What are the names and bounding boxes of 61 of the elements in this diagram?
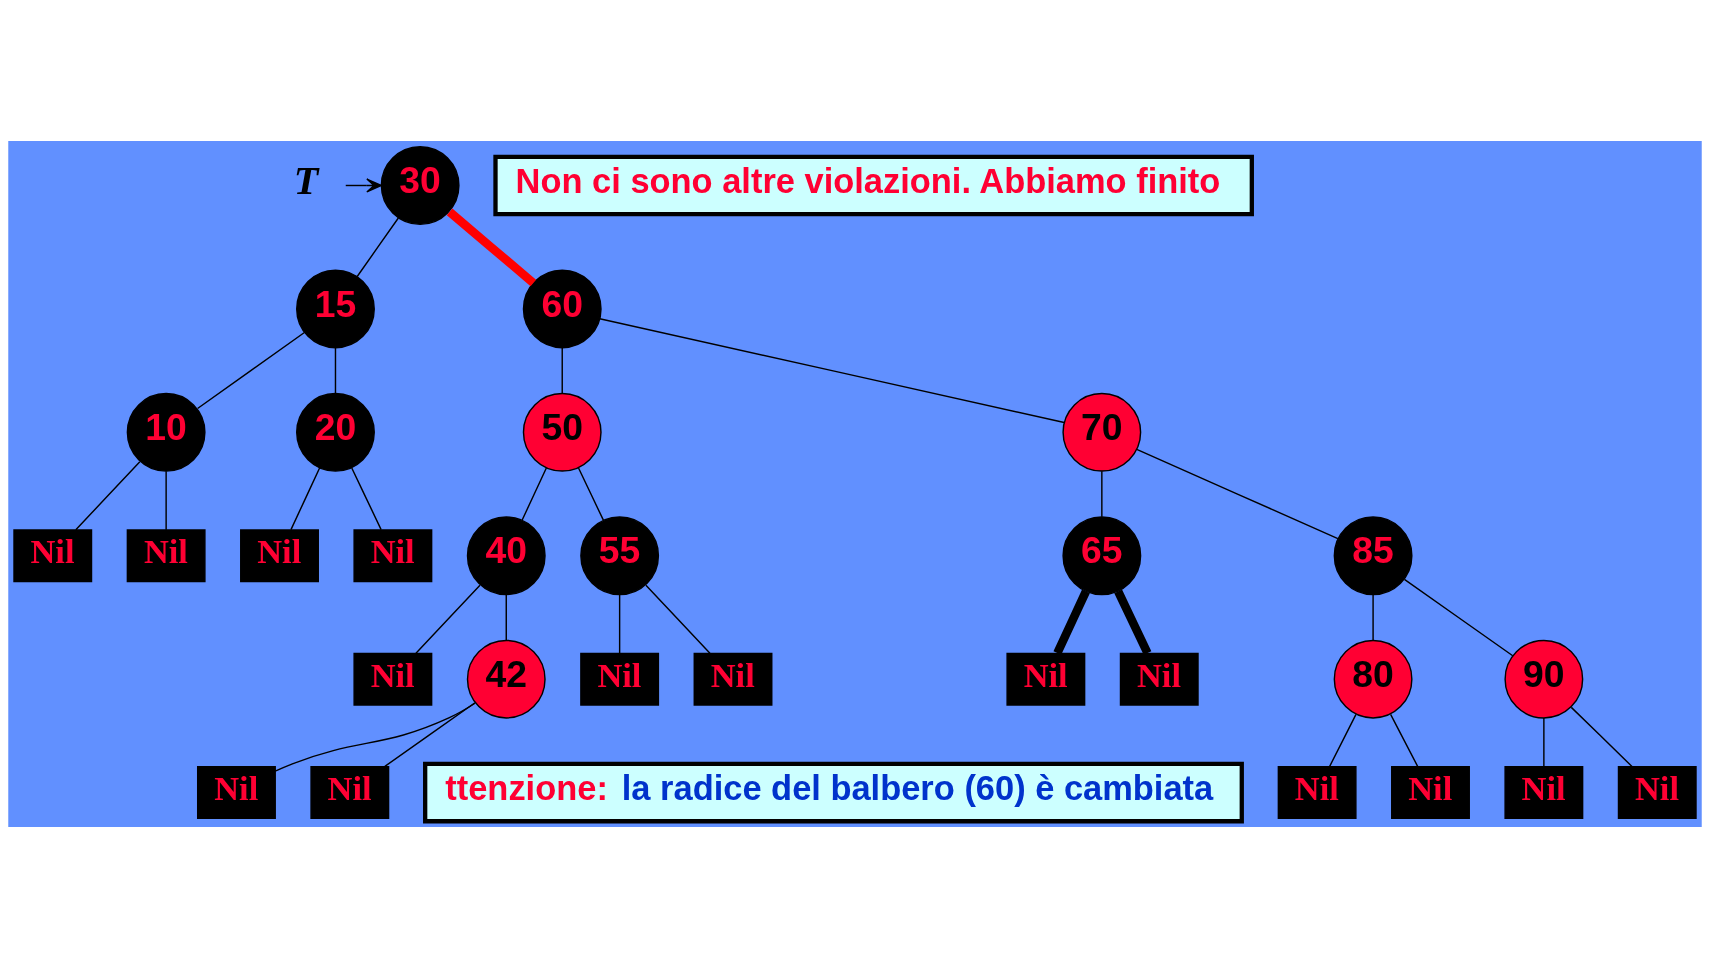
connector [196, 331, 306, 409]
node-circle: 80 [1333, 639, 1413, 719]
node-box: Nil [693, 652, 773, 706]
connector [1570, 706, 1633, 767]
node-box: Nil [1277, 765, 1357, 819]
node-box: Nil [580, 652, 660, 706]
node-circle: 10 [126, 392, 206, 472]
connector [290, 466, 321, 530]
node-box: Nil [353, 652, 433, 706]
node-box: Non ci sono altre violazioni. Abbiamo finito [493, 154, 1254, 216]
node-circle: 70 [1062, 392, 1142, 472]
node-box: Nil [197, 765, 276, 819]
connector [384, 701, 476, 767]
connector [1389, 713, 1419, 767]
connector [351, 466, 382, 530]
node-circle: 20 [296, 392, 375, 472]
connector [75, 460, 141, 530]
connector [645, 583, 711, 654]
node-box: ttenzione: la radice del balbero (60) è cambiata [423, 761, 1244, 823]
connector [1543, 716, 1545, 767]
node-circle: 65 [1062, 515, 1142, 595]
connector [415, 583, 481, 654]
node-circle: 40 [466, 515, 546, 595]
connector [446, 208, 537, 286]
node-box: Nil [1617, 765, 1697, 819]
connector [356, 216, 400, 277]
node-box: Nil [310, 765, 390, 819]
connector [1328, 713, 1357, 767]
connector [618, 593, 621, 654]
node-circle: 90 [1504, 639, 1584, 719]
node-circle: 42 [466, 639, 546, 719]
node-circle: 85 [1333, 515, 1413, 595]
connector [561, 346, 563, 394]
connector [577, 466, 605, 521]
node-box: Nil [240, 528, 319, 582]
arrow [345, 177, 382, 193]
node-circle: 50 [522, 392, 602, 472]
node-box: Nil [1119, 652, 1199, 706]
node-box: Nil [1504, 765, 1584, 819]
connector [1372, 593, 1374, 641]
node-box: Nil [1391, 765, 1470, 819]
connector [1136, 448, 1339, 539]
node-box: Nil [1006, 652, 1086, 706]
connector [1114, 589, 1152, 655]
node-circle: 15 [296, 268, 375, 348]
node-box: Nil [13, 528, 93, 582]
connector [505, 593, 507, 641]
connector [274, 702, 476, 772]
connector [1101, 470, 1103, 518]
connector [521, 466, 548, 521]
connector [599, 317, 1065, 423]
connector [165, 470, 167, 531]
node-circle: 30 [380, 145, 460, 225]
node-box: Nil [126, 528, 206, 582]
connector [1403, 578, 1514, 656]
node-circle: 55 [580, 515, 660, 595]
node-text: T [293, 157, 319, 203]
node-circle: 60 [522, 268, 602, 348]
connector [334, 346, 337, 394]
node-box: Nil [353, 528, 433, 582]
connector [1053, 589, 1090, 655]
